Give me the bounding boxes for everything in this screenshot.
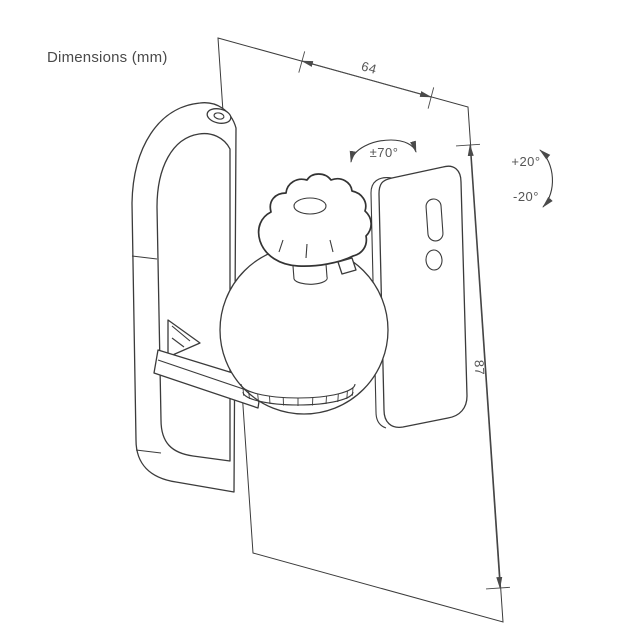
clamp-ring-serrations: [242, 387, 354, 406]
tilt-down-label: -20°: [513, 189, 539, 204]
knob-lobe-line-3: [329, 239, 334, 253]
height-extension-tick-bottom: [485, 586, 511, 590]
support-arm-edge-line: [157, 359, 259, 395]
knob-center-dome: [293, 197, 327, 215]
width-dimension-label: 64: [360, 58, 379, 76]
height-dimension: [455, 143, 511, 590]
drawing-title: Dimensions (mm): [47, 49, 168, 66]
support-arm-bar: [153, 349, 263, 409]
width-dimension: [298, 51, 435, 109]
height-extension-tick-top: [455, 143, 481, 147]
bracket-seam-upper: [131, 255, 158, 260]
tilt-up-label: +20°: [511, 154, 540, 169]
adjustment-knob: [257, 173, 372, 285]
knob-lobe-line-1: [278, 239, 284, 253]
knob-lobe-line-2: [305, 243, 308, 259]
swivel-rotation-arrow: [349, 139, 417, 163]
bracket-screw-slot: [213, 112, 225, 120]
clamp-ring-upper-arc: [240, 383, 356, 399]
clamp-ring: [240, 383, 356, 406]
width-extension-tick-right: [427, 87, 435, 109]
bracket-inner-opening: [156, 132, 231, 462]
bracket-screw-cap: [206, 108, 232, 124]
wall-bracket: [131, 102, 237, 493]
width-dimension-line: [301, 60, 432, 98]
height-dimension-label: 87: [471, 359, 487, 375]
speaker-plate: [370, 165, 468, 429]
bracket-seam-lower: [135, 449, 162, 454]
support-arm-hatch-1: [171, 325, 191, 342]
keyhole-slot: [425, 198, 444, 242]
support-arm: [153, 319, 263, 409]
knob-star-grip: [257, 173, 372, 267]
tilt-rotation-arrow: [539, 149, 553, 208]
knob-stem: [292, 263, 328, 285]
plate-front-face: [378, 165, 468, 428]
knob-tab: [337, 257, 357, 275]
height-dimension-line: [467, 144, 503, 589]
mounting-hole: [425, 249, 443, 271]
support-arm-hatch-2: [171, 337, 185, 348]
swivel-angle-label: ±70°: [370, 145, 399, 160]
